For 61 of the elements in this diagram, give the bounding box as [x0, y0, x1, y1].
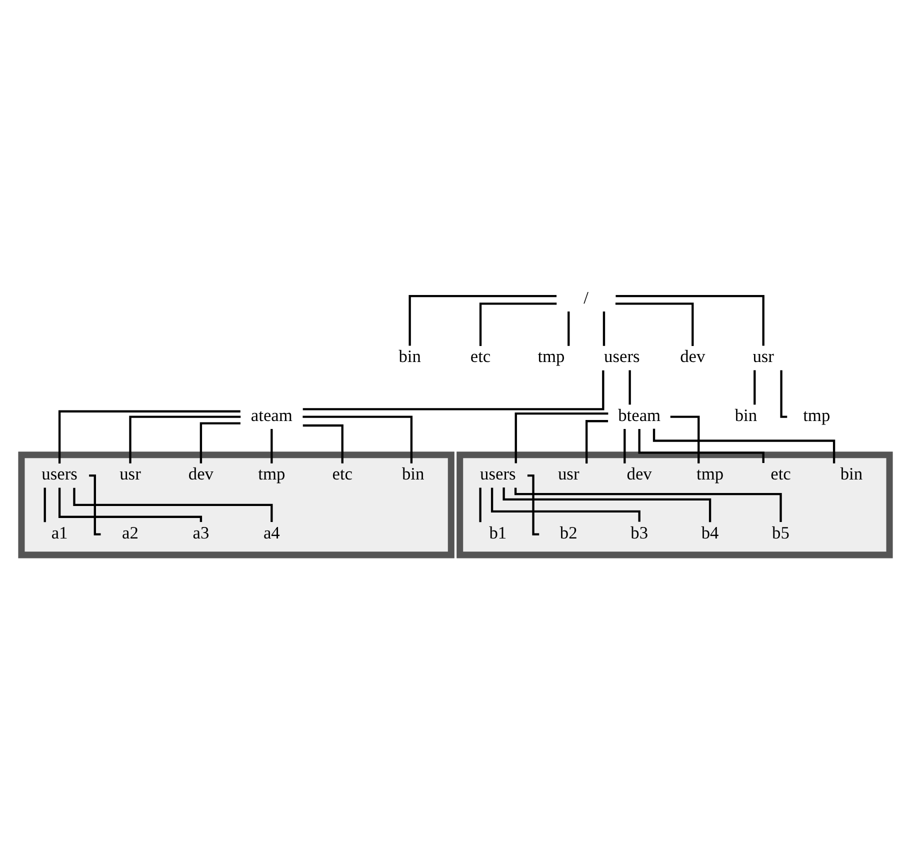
connector — [58, 410, 240, 463]
node-text: etc — [332, 463, 353, 484]
node-text: bin — [402, 463, 424, 484]
node-text: b1 — [489, 522, 507, 542]
node-text: b4 — [701, 522, 719, 542]
node-text: tmp — [538, 346, 565, 366]
connector — [514, 487, 782, 522]
connector — [568, 311, 570, 346]
connector — [615, 302, 694, 346]
connector — [514, 412, 608, 463]
node-text: usr — [752, 346, 774, 366]
connector — [479, 487, 482, 522]
connector — [302, 424, 344, 463]
connector — [44, 487, 46, 522]
node-text: users — [42, 463, 78, 484]
node-text: a4 — [263, 522, 280, 542]
node-text: usr — [120, 463, 141, 484]
connector — [302, 370, 604, 410]
node-text: users — [480, 463, 516, 484]
node-text: b2 — [560, 522, 578, 542]
node-text: a2 — [122, 522, 138, 542]
cluster — [456, 451, 893, 558]
node-text: users — [604, 346, 640, 366]
connector — [89, 474, 101, 535]
node-text: etc — [770, 463, 791, 484]
connector — [270, 428, 273, 463]
connector — [502, 487, 712, 522]
connector — [479, 302, 557, 346]
connector — [652, 428, 836, 463]
connector — [616, 294, 764, 346]
node-text: bteam — [618, 404, 661, 424]
node-text: usr — [558, 463, 580, 484]
node-text: b3 — [630, 522, 648, 542]
node-text: ateam — [250, 404, 292, 424]
node-text: dev — [626, 463, 652, 484]
connector — [200, 422, 240, 463]
connector — [129, 415, 241, 463]
node-text: etc — [470, 346, 491, 366]
connector — [302, 415, 413, 463]
node-text: bin — [734, 404, 758, 424]
connector — [754, 370, 756, 404]
node-text: bin — [840, 463, 863, 484]
node-text: b5 — [772, 522, 790, 542]
node-text: tmp — [258, 463, 286, 484]
node-text: a3 — [192, 522, 210, 542]
node-text: tmp — [696, 463, 724, 484]
node-text: dev — [188, 463, 214, 484]
node-text: dev — [680, 346, 706, 366]
connector — [670, 415, 700, 463]
connector — [624, 428, 626, 463]
cluster — [18, 451, 454, 558]
node-text: tmp — [803, 404, 830, 424]
node-text: a1 — [51, 522, 68, 542]
connector — [408, 294, 557, 346]
connector — [602, 311, 606, 346]
connector — [638, 428, 764, 463]
node-text: / — [584, 286, 588, 307]
node-text: bin — [398, 346, 421, 366]
connector — [58, 487, 202, 522]
connector — [628, 370, 631, 404]
connector — [586, 420, 608, 463]
